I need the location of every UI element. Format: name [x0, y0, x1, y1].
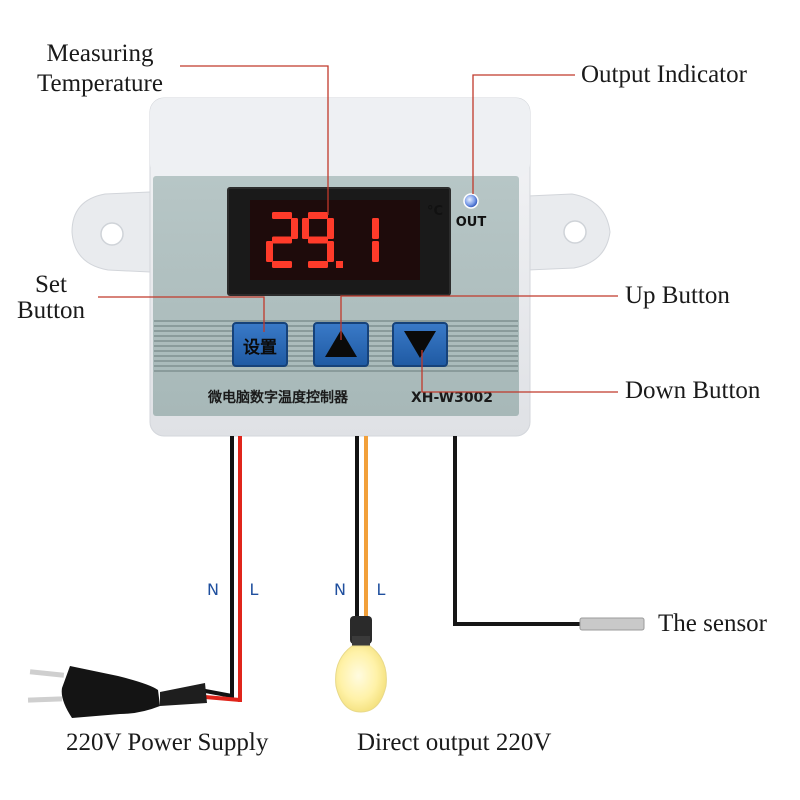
- mounting-ear-left: [71, 191, 151, 273]
- mounting-ear-right: [527, 193, 611, 271]
- leader-measuring-temperature: [180, 65, 329, 215]
- leader-output-indicator: [472, 74, 575, 194]
- callout-set-line1: Set: [35, 271, 67, 298]
- callout-up-button: Up Button: [625, 282, 730, 309]
- set-button-label: 设置: [243, 338, 277, 358]
- down-button[interactable]: [392, 322, 448, 367]
- leader-set-button: [98, 296, 265, 332]
- callout-measuring-temperature: Measuring Temperature: [18, 40, 182, 97]
- output-l-label: L: [377, 580, 386, 599]
- output-wires: [355, 436, 368, 620]
- callout-set-line2: Button: [16, 297, 86, 324]
- device-chinese-name: 微电脑数字温度控制器: [207, 389, 349, 406]
- light-bulb-icon: [335, 616, 387, 713]
- unit-label: °C: [427, 204, 443, 219]
- temperature-display-digits: [266, 212, 379, 268]
- callout-power-supply: 220V Power Supply: [66, 729, 269, 756]
- up-arrow-icon: [325, 330, 357, 357]
- display-digit: [302, 212, 334, 268]
- down-arrow-icon: [404, 331, 436, 358]
- device-model: XH-W3002: [411, 390, 493, 406]
- leader-up-button: [340, 295, 618, 340]
- callout-output-indicator: Output Indicator: [581, 61, 747, 88]
- set-button[interactable]: 设置: [232, 322, 288, 367]
- callout-set-button: Set Button: [6, 271, 96, 324]
- power-n-label: N: [207, 580, 219, 599]
- leader-lines: [98, 65, 618, 393]
- output-n-label: N: [334, 580, 346, 599]
- decimal-point: [336, 261, 343, 268]
- out-label: OUT: [456, 215, 487, 230]
- callout-measuring-line2: Temperature: [37, 70, 163, 97]
- display-digit: [266, 212, 298, 268]
- case-top: [150, 98, 530, 178]
- callout-direct-output: Direct output 220V: [357, 729, 552, 756]
- sensor-probe: [579, 617, 645, 631]
- up-button[interactable]: [313, 322, 369, 367]
- callout-the-sensor: The sensor: [658, 610, 767, 637]
- callout-measuring-line1: Measuring: [46, 40, 154, 67]
- callout-down-button: Down Button: [625, 377, 761, 404]
- power-plug-icon: [27, 666, 207, 718]
- power-wires: [199, 436, 242, 702]
- leader-down-button: [421, 350, 618, 393]
- display-digit: [372, 218, 379, 262]
- output-indicator-led: [463, 193, 479, 209]
- sensor-cable: [453, 436, 645, 631]
- power-l-label: L: [250, 580, 259, 599]
